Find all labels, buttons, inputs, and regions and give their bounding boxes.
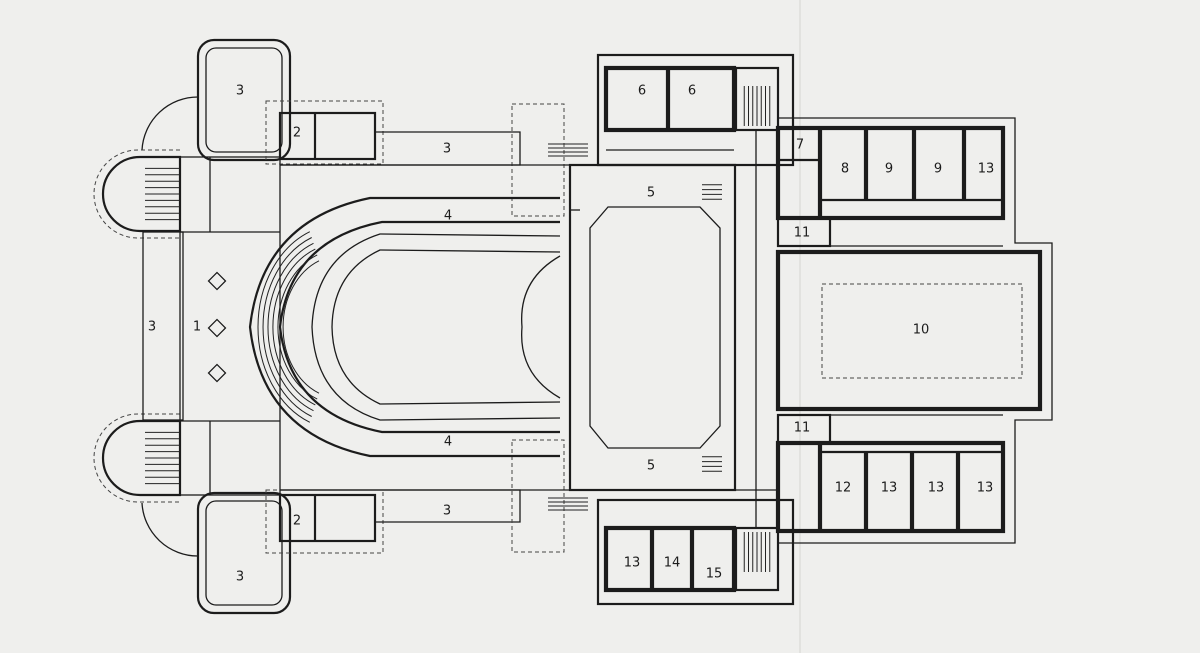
rooms-13-14-15: [603, 525, 737, 593]
bottom-tower-outer: [196, 491, 292, 615]
room-11-top: [776, 216, 832, 248]
right-envelope: [778, 117, 1053, 544]
stair-bay-bottom: [101, 419, 182, 497]
dash-box: [511, 103, 565, 217]
bottom-wing-dash: [265, 489, 384, 554]
rehearsal-hall-floor: [821, 283, 1023, 379]
top-stair: [734, 66, 780, 132]
seating-row: [257, 231, 311, 423]
bottom-stair: [734, 526, 780, 592]
room-label: 13: [978, 162, 995, 177]
room-label: 2: [293, 514, 301, 529]
room-label: 2: [293, 126, 301, 141]
room-label: 9: [885, 162, 893, 177]
plan-walls: [93, 38, 1053, 615]
bottom-right-rooms: [775, 440, 1006, 534]
outer-horseshoe-wall: [248, 196, 560, 458]
room-label: 11: [794, 421, 811, 436]
rehearsal-hall: [775, 249, 1043, 412]
seating-row: [277, 254, 318, 400]
room-label: 6: [688, 84, 696, 99]
top-tower-inner: [205, 47, 283, 153]
room-label: 9: [934, 162, 942, 177]
room-label: 13: [624, 556, 641, 571]
room-label: 10: [913, 323, 930, 338]
room-label: 6: [638, 84, 646, 99]
column-icon: [207, 318, 227, 338]
room-label: 13: [977, 481, 994, 496]
seating-bowl-edge: [311, 233, 561, 421]
room-label: 1: [193, 320, 201, 335]
room-label: 13: [928, 481, 945, 496]
room-label: 3: [236, 570, 244, 585]
bottom-wing-rooms: [278, 493, 377, 543]
foyer-outer-wall: [142, 231, 184, 421]
top-wing-dash: [265, 100, 384, 165]
column-icon: [207, 363, 227, 383]
stage-platform: [589, 206, 721, 449]
top-tower-outer: [196, 38, 292, 162]
room-label: 4: [444, 209, 452, 224]
foyer-columns: [207, 271, 227, 383]
room-label: 15: [706, 567, 723, 582]
seating-row: [267, 242, 314, 412]
room-label: 5: [647, 186, 655, 201]
room-label: 7: [796, 138, 804, 153]
stair-treads: [145, 86, 771, 572]
top-service-block: [596, 53, 795, 167]
stalls-edge: [331, 249, 561, 405]
room-label: 3: [236, 84, 244, 99]
top-wing-rooms: [278, 111, 377, 161]
arc-bottom-left: [141, 502, 199, 557]
room-label: 3: [443, 142, 451, 157]
column-icon: [207, 271, 227, 291]
room-label: 11: [794, 226, 811, 241]
stair-bay-top-dash: [93, 149, 180, 239]
room-label: 8: [841, 162, 849, 177]
room-label: 13: [881, 481, 898, 496]
orchestra-edge: [521, 255, 561, 399]
room-label: 4: [444, 435, 452, 450]
stair-bay-top: [101, 155, 182, 233]
room-number-labels: 3 2 3 6 6 5 7 8 9 9 13 4 11 3 1 10 4 11 5 12 13 13 13 3 2 13 14 15 3: [148, 84, 994, 585]
seating-row: [272, 248, 316, 406]
room-label: 3: [443, 504, 451, 519]
room-label: 3: [148, 320, 156, 335]
dash-box: [511, 439, 565, 553]
bottom-service-block: [596, 498, 795, 606]
arc-top-left: [141, 96, 199, 151]
seating-row: [262, 237, 312, 417]
seating-row: [282, 260, 320, 394]
room-label: 12: [835, 481, 852, 496]
stair-bay-bottom-dash: [93, 413, 180, 503]
stage-house: [568, 163, 737, 492]
top-right-rooms: [775, 125, 1006, 221]
room-label: 14: [664, 556, 681, 571]
seating-rows: [257, 231, 320, 423]
inner-horseshoe-wall: [278, 220, 560, 434]
bottom-tower-inner: [205, 500, 283, 606]
room-label: 5: [647, 459, 655, 474]
